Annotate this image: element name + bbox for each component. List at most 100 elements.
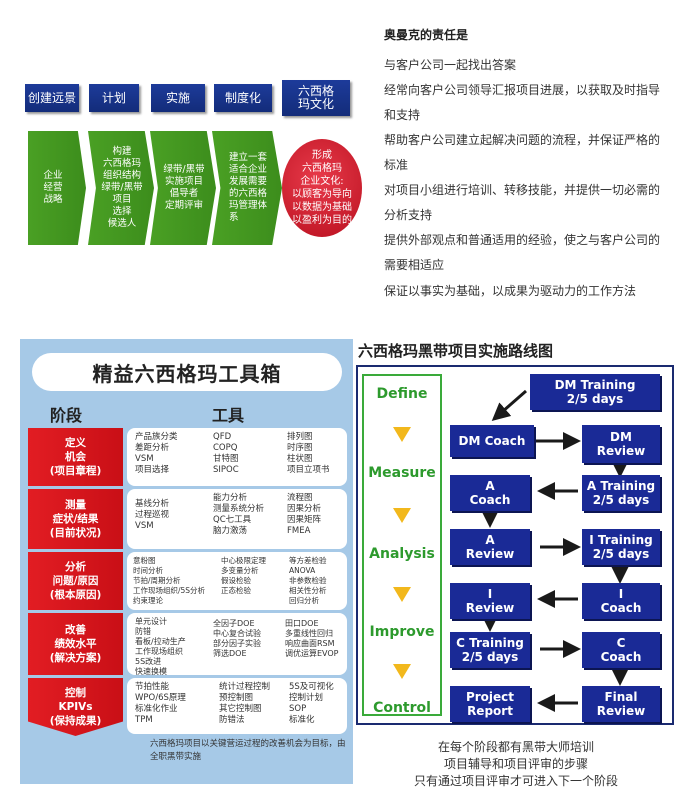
box-dm-coach: DM Coach	[450, 425, 534, 457]
step-organization: 构建六西格玛组织结构绿带/黑带项目选择候选人	[88, 131, 154, 245]
roadmap-phase-column	[362, 374, 442, 716]
toolbox-note: 六西格玛项目以关键营运过程的改善机会为目标，由全职黑带实施	[150, 739, 346, 762]
responsibility-title: 奥曼克的责任是	[384, 28, 469, 42]
chevron-down-icon	[393, 587, 411, 602]
box-text: Review	[596, 444, 646, 458]
box-text: I	[618, 587, 624, 601]
step-strategy: 企业经营战略	[28, 131, 86, 245]
tool-item: 筛选DOE	[213, 649, 247, 658]
culture-text: 形成	[312, 150, 332, 161]
tool-item: 正态检验	[221, 586, 251, 595]
roadmap-phase-measure: Measure	[368, 465, 436, 481]
stage-culture: 六西格玛文化	[282, 80, 350, 116]
tool-item: 田口DOE	[285, 619, 319, 628]
step-text: 适合企业	[228, 164, 267, 175]
tool-item: 排列图	[287, 432, 313, 442]
tool-item: 全因子DOE	[213, 619, 255, 628]
tool-item: SOP	[289, 704, 307, 714]
step-text: 绿带/黑带	[163, 164, 205, 175]
responsibility-line: 对项目小组进行培训、转移技能，并提供一切必需的	[384, 183, 661, 197]
tool-item: 流程图	[287, 493, 313, 503]
tool-item: WPO/6S原理	[135, 693, 186, 703]
roadmap-note: 在每个阶段都有黑带大师培训	[437, 740, 594, 754]
box-text: Review	[465, 547, 515, 561]
step-text: 绿带/黑带	[101, 182, 143, 193]
tool-item: 中心极限定理	[221, 556, 266, 565]
step-text: 项目	[112, 194, 132, 205]
phase-paren: (保持成果)	[49, 715, 102, 727]
phase-name: 分析	[65, 561, 86, 573]
tool-item: 节拍/周期分析	[133, 576, 181, 585]
phase-sub: 问题/原因	[52, 575, 99, 587]
box-text: Project	[465, 690, 515, 704]
tool-item: 看板/拉动生产	[135, 637, 186, 646]
tool-item: 预控制图	[219, 693, 254, 703]
responsibility-line: 提供外部观点和普通适用的经验，使之与客户公司的	[384, 233, 661, 247]
roadmap-phase-define: Define	[376, 386, 428, 402]
responsibility-line: 经常向客户公司领导汇报项目进展，以获取及时指导	[384, 83, 661, 97]
step-text: 组织结构	[102, 170, 141, 181]
responsibility-line: 和支持	[384, 108, 421, 122]
toolbox-title: 精益六西格玛工具箱	[32, 353, 342, 391]
tool-item: QFD	[213, 432, 232, 442]
responsibility-line: 需要相适应	[384, 258, 445, 272]
stage-institutionalize: 制度化	[214, 84, 272, 112]
tool-item: 回归分析	[289, 596, 319, 605]
tool-item: 防错法	[219, 715, 245, 725]
tool-item: ANOVA	[289, 566, 316, 575]
roadmap-note: 只有通过项目评审才可进入下一个阶段	[413, 774, 618, 788]
roadmap-title: 六西格玛黑带项目实施路线图	[358, 342, 554, 360]
box-text: Report	[467, 704, 513, 718]
responsibility-line: 与客户公司一起找出答案	[384, 58, 517, 72]
phase-improve: 改善 绩效水平 (解决方案)	[28, 613, 123, 675]
tool-item: 项目立项书	[287, 465, 330, 475]
tool-item: 中心复合试验	[213, 629, 261, 638]
tool-item: 统计过程控制	[219, 682, 271, 692]
roadmap-phase-improve: Improve	[369, 624, 435, 640]
step-text: 企业	[43, 170, 63, 181]
phase-paren: (根本原因)	[49, 589, 102, 601]
tool-item: COPQ	[213, 443, 238, 453]
phase-define: 定义 机会 (项目章程)	[28, 428, 123, 486]
culture-text: 六西格玛	[302, 163, 342, 174]
tool-item: 工作现场组织	[135, 647, 183, 656]
chevron-down-icon	[393, 664, 411, 679]
tool-item: 部分因子实验	[213, 639, 261, 648]
tool-item: 项目选择	[135, 465, 170, 475]
tool-item: 节拍性能	[135, 682, 170, 692]
tool-item: 测量系统分析	[213, 504, 265, 514]
culture-text: 以数据为基础	[292, 202, 352, 213]
roadmap-arrows	[481, 389, 629, 712]
responsibility-line: 帮助客户公司建立起解决问题的流程，并保证严格的	[384, 133, 661, 147]
toolbox-phase-header: 阶段	[50, 406, 83, 425]
step-text: 战略	[43, 194, 63, 205]
tool-item: 柱状图	[287, 454, 313, 464]
stage-plan: 计划	[89, 84, 139, 112]
stage-label: 计划	[101, 90, 126, 105]
phase-sub: 绩效水平	[54, 638, 97, 650]
tool-item: 调优运算EVOP	[285, 649, 339, 658]
phase-sub: 机会	[65, 451, 86, 463]
box-text: 2/5 days	[592, 547, 650, 561]
roadmap-frame	[356, 365, 674, 725]
responsibility-line: 分析支持	[384, 208, 433, 222]
tool-item: 能力分析	[213, 493, 248, 503]
tool-item: 甘特图	[213, 454, 239, 464]
tool-item: VSM	[135, 521, 154, 531]
tool-item: 相关性分析	[289, 586, 327, 595]
step-text: 的六西格	[228, 188, 267, 199]
tool-item: 响应曲面RSM	[285, 639, 335, 648]
tool-item: 多重线性回归	[285, 629, 333, 638]
phase-name: 改善	[65, 624, 86, 636]
tool-item: 控制计划	[289, 693, 324, 703]
tool-item: SIPOC	[213, 465, 239, 475]
tool-item: 产品族分类	[135, 432, 178, 442]
